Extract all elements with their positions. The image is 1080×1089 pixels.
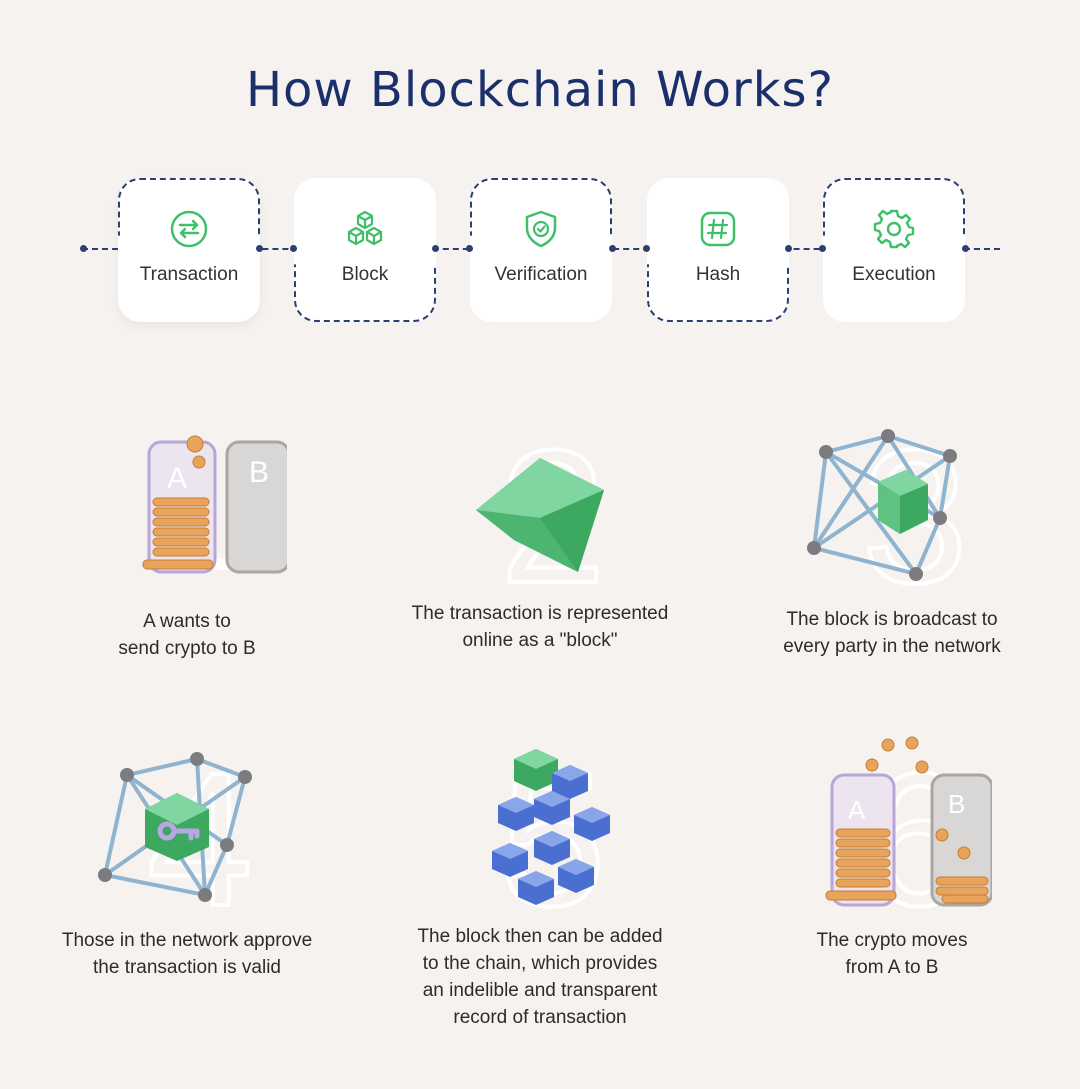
step-card-1: 1 A B A wants to send crypto to B — [22, 420, 352, 662]
caption-line: every party in the network — [783, 636, 1001, 657]
caption-line: The crypto moves — [816, 930, 968, 951]
caption-line: Those in the network approve — [61, 930, 313, 951]
step-transaction-outline — [118, 178, 260, 236]
caption-line: to the chain, which provides — [422, 953, 658, 974]
hash-icon — [700, 211, 736, 247]
step-card-6: 6 A B The crypto moves from A to B — [727, 735, 1057, 981]
step-verification: Verification — [470, 178, 612, 322]
caption-line: the transaction is valid — [93, 957, 281, 978]
connector-dot — [962, 245, 969, 252]
connector-dot — [290, 245, 297, 252]
step-label: Block — [341, 264, 389, 285]
caption-line: from A to B — [845, 957, 939, 978]
step-transaction: Transaction — [118, 178, 260, 322]
step-card-5: 5 The block then can be added — [375, 735, 705, 1031]
connector-dot — [256, 245, 263, 252]
connector-dot — [609, 245, 616, 252]
shield-check-icon — [525, 210, 557, 248]
caption-line: A wants to — [143, 611, 231, 632]
coins-moving-icon: 6 A B — [825, 735, 992, 915]
caption-line: The block then can be added — [417, 926, 663, 947]
step-execution-outline — [823, 178, 965, 236]
wallet-label-a: A — [167, 462, 187, 495]
caption-line: record of transaction — [453, 1007, 627, 1028]
step-card-4: 4 Those in the network approve the trans… — [22, 735, 352, 981]
connector-dot — [785, 245, 792, 252]
transfer-arrows-icon — [170, 210, 208, 248]
step-execution: Execution — [823, 178, 965, 322]
connector-dot — [643, 245, 650, 252]
caption-line: The transaction is represented — [411, 603, 669, 624]
wallet-label-b: B — [249, 456, 269, 489]
caption-line: send crypto to B — [118, 638, 256, 659]
step-label: Hash — [695, 264, 741, 285]
connector-dot — [80, 245, 87, 252]
gear-icon — [873, 209, 915, 249]
steps-strip: Transaction Block Verification — [0, 178, 1080, 324]
connector-dot — [432, 245, 439, 252]
wallet-label-b: B — [948, 789, 965, 819]
page-title: How Blockchain Works? — [245, 62, 835, 118]
step-label: Execution — [852, 264, 936, 285]
step-card-3: 3 The block is broadcast to every party … — [727, 412, 1057, 660]
step-block: Block — [294, 178, 436, 322]
network-cube-icon: 3 — [807, 412, 970, 592]
step-label: Verification — [494, 264, 588, 285]
step-card-2: 2 The transaction is represented online … — [375, 410, 705, 654]
connector-dot — [466, 245, 473, 252]
step-label: Transaction — [139, 264, 239, 285]
step-block-outline — [294, 264, 436, 322]
wallets-a-b-icon: 1 A B — [142, 425, 287, 590]
network-key-cube-icon: 4 — [98, 735, 255, 915]
wallet-label-a: A — [848, 795, 866, 825]
step-hash: Hash — [647, 178, 789, 322]
step-hash-outline — [647, 264, 789, 322]
caption-line: online as a "block" — [462, 630, 618, 651]
cubes-icon — [347, 210, 383, 246]
caption-line: an indelible and transparent — [422, 980, 658, 1001]
connector-dot — [819, 245, 826, 252]
caption-line: The block is broadcast to — [786, 609, 998, 630]
green-cube-icon: 2 — [476, 410, 608, 590]
block-chain-icon: 5 — [492, 735, 610, 915]
step-verification-outline — [470, 178, 612, 236]
